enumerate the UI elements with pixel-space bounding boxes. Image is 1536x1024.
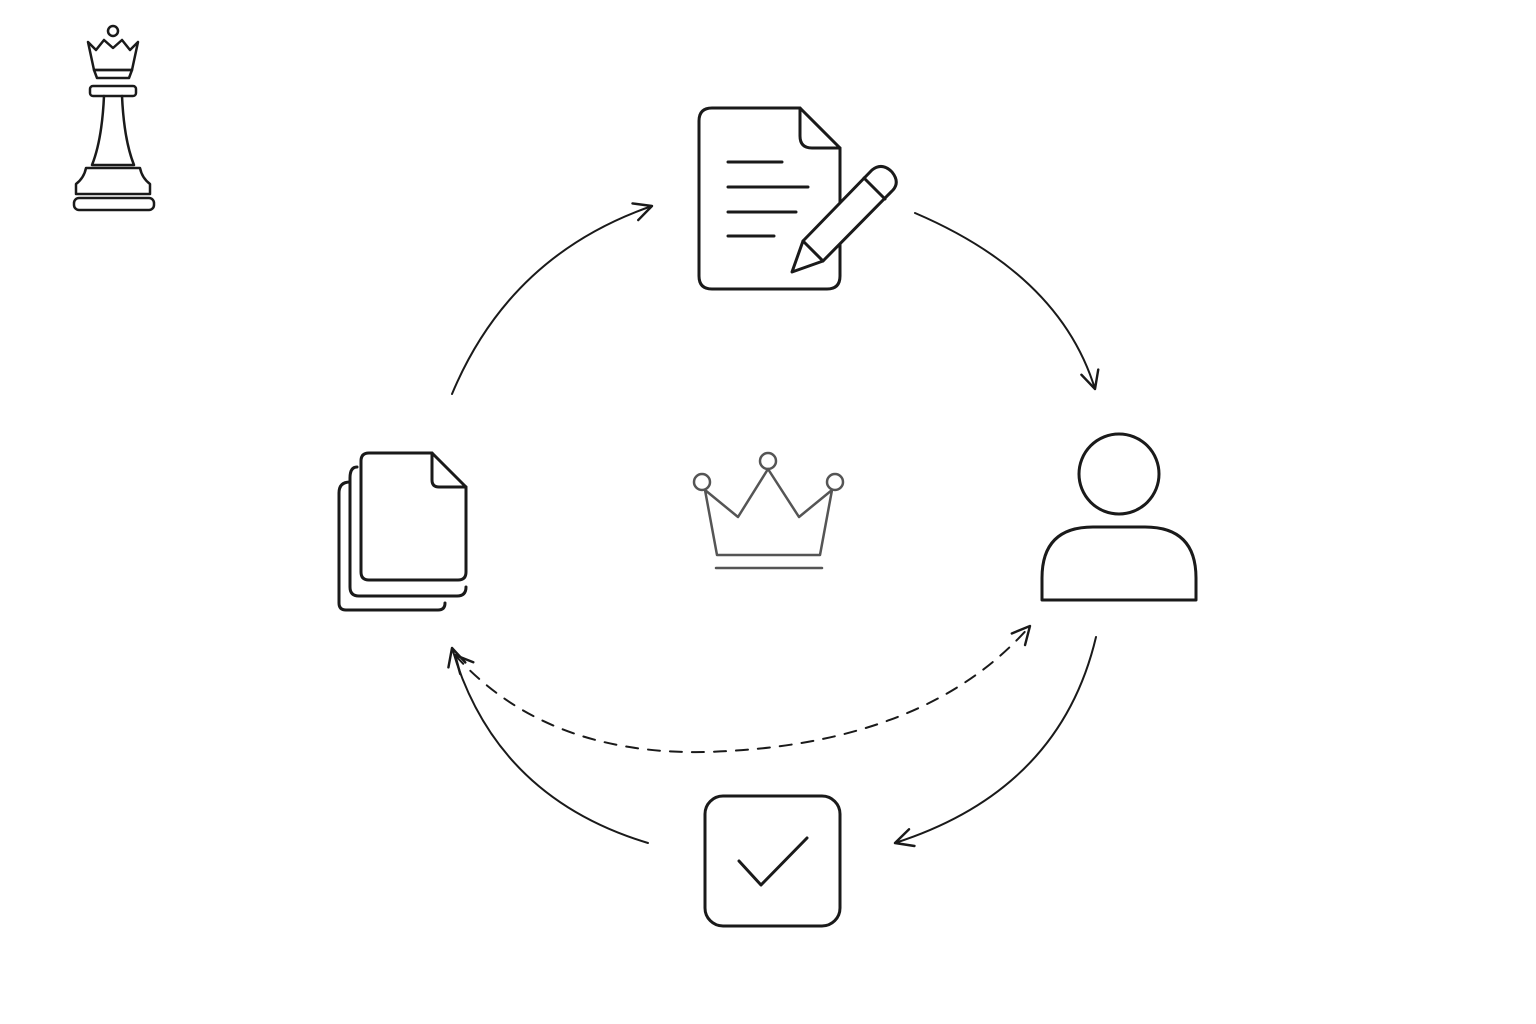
- arrow-stack-user-dashed: [453, 624, 1032, 754]
- checkbox-icon: [703, 794, 842, 928]
- user-icon: [1040, 432, 1198, 602]
- document-stack-icon: [337, 451, 468, 612]
- arrow-user-to-approval: [893, 636, 1097, 848]
- arrow-edit-to-user: [914, 212, 1100, 391]
- chess-queen-icon: [72, 24, 156, 212]
- crown-icon: [692, 451, 845, 570]
- document-edit-icon: [697, 106, 898, 291]
- arrow-stack-to-edit: [451, 202, 654, 395]
- arrow-approval-to-stack: [447, 646, 649, 844]
